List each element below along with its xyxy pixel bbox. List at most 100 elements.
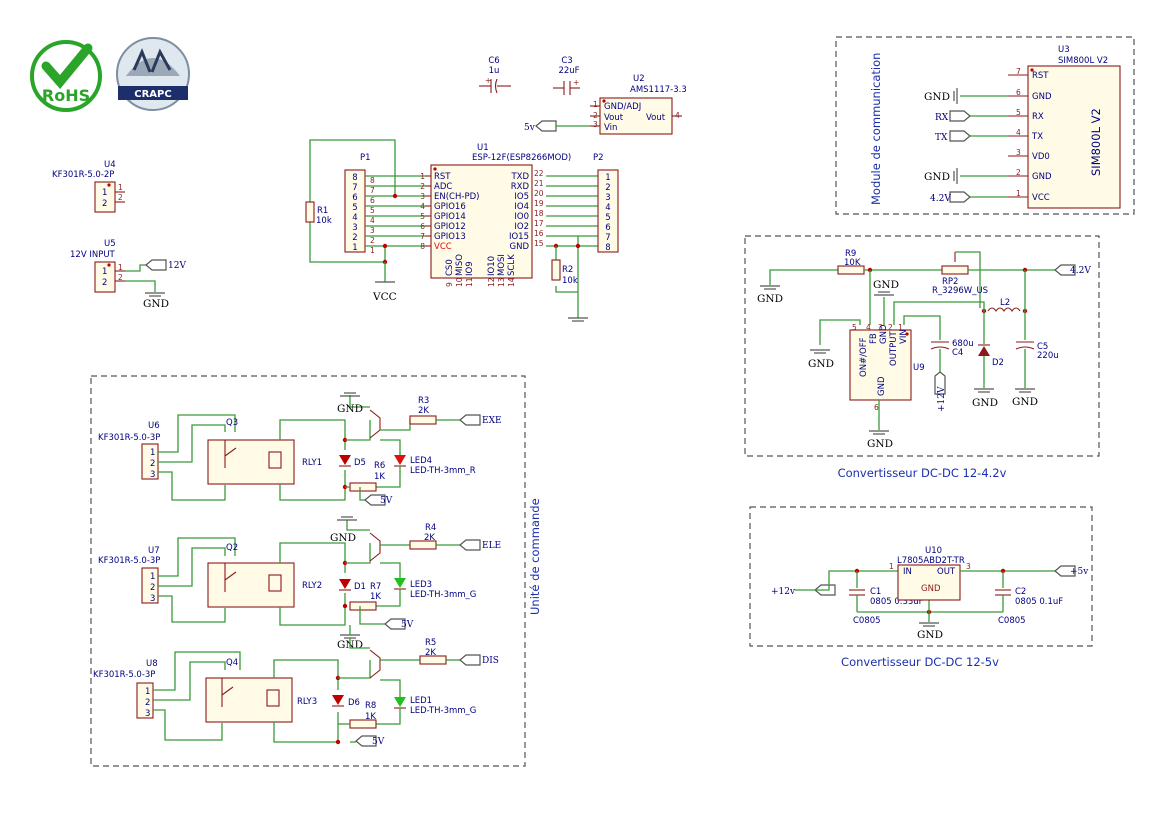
svg-text:GND: GND — [337, 403, 363, 415]
svg-text:R1: R1 — [317, 206, 328, 216]
svg-text:GND: GND — [808, 358, 834, 370]
svg-text:2: 2 — [102, 278, 107, 288]
svg-text:12: 12 — [487, 277, 496, 287]
svg-text:22uF: 22uF — [558, 66, 579, 76]
svg-text:IO4: IO4 — [514, 202, 529, 212]
svg-text:1: 1 — [605, 173, 610, 183]
svg-text:IO0: IO0 — [514, 212, 529, 222]
svg-text:Q3: Q3 — [226, 418, 238, 428]
svg-text:KF301R-5.0-3P: KF301R-5.0-3P — [98, 433, 160, 443]
svg-text:3: 3 — [150, 594, 155, 604]
svg-text:3: 3 — [966, 562, 971, 571]
svg-text:FB: FB — [869, 333, 879, 344]
svg-text:8: 8 — [420, 242, 425, 251]
svg-text:4: 4 — [352, 213, 357, 223]
svg-text:Vin: Vin — [604, 123, 617, 133]
svg-text:17: 17 — [534, 219, 544, 228]
svg-text:RLY2: RLY2 — [302, 581, 322, 591]
caption-dc5: Convertisseur DC-DC 12-5v — [841, 655, 999, 669]
svg-text:6: 6 — [370, 196, 375, 205]
crapc-logo: CRAPC — [116, 37, 190, 111]
svg-text:R4: R4 — [425, 523, 436, 533]
svg-text:4: 4 — [866, 323, 871, 332]
svg-text:U2: U2 — [633, 74, 645, 84]
svg-text:GPIO12: GPIO12 — [434, 222, 466, 232]
module-u1: U1 ESP-12F(ESP8266MOD) RST ADC EN(CH-PD)… — [420, 143, 571, 287]
svg-text:10K: 10K — [844, 258, 861, 268]
caption-comm: Module de communication — [869, 53, 883, 205]
svg-text:C5: C5 — [1037, 342, 1048, 352]
svg-text:GPIO13: GPIO13 — [434, 232, 466, 242]
svg-text:1: 1 — [1016, 189, 1021, 198]
svg-text:C0805: C0805 — [998, 616, 1026, 626]
svg-text:GND: GND — [879, 324, 889, 344]
svg-text:+: + — [485, 76, 491, 85]
svg-text:11: 11 — [465, 277, 474, 287]
svg-text:3: 3 — [593, 120, 598, 129]
svg-text:20: 20 — [534, 189, 544, 198]
wires-u1-p2 — [546, 175, 598, 322]
svg-text:GND: GND — [921, 584, 941, 594]
svg-text:3: 3 — [1016, 148, 1021, 157]
svg-text:R7: R7 — [370, 582, 381, 592]
svg-text:Q4: Q4 — [226, 658, 238, 668]
svg-text:RLY3: RLY3 — [297, 697, 317, 707]
svg-text:19: 19 — [534, 199, 544, 208]
svg-text:5: 5 — [1016, 108, 1021, 117]
svg-text:1: 1 — [889, 562, 894, 571]
svg-text:1: 1 — [102, 267, 107, 277]
dc42-frame — [744, 235, 1100, 457]
svg-text:14: 14 — [507, 277, 516, 287]
svg-text:D5: D5 — [354, 458, 366, 468]
svg-text:13: 13 — [497, 277, 506, 287]
svg-text:0805 0.1uF: 0805 0.1uF — [1015, 597, 1063, 607]
svg-text:AMS1117-3.3: AMS1117-3.3 — [630, 85, 687, 95]
svg-text:1: 1 — [370, 246, 375, 255]
svg-text:GND: GND — [330, 532, 356, 544]
capacitor-c6: C6 1u + — [479, 56, 511, 94]
svg-text:P1: P1 — [360, 153, 371, 163]
svg-text:1: 1 — [150, 572, 155, 582]
regulator-u2: U2 AMS1117-3.3 GND/ADJ Vout Vin Vout 1 2… — [590, 74, 687, 135]
svg-text:4.2V: 4.2V — [930, 194, 951, 204]
svg-text:IO9: IO9 — [465, 261, 475, 276]
circuit-dc5: +12v C1 0805 0.33uF C0805 GND U10 L7805A… — [771, 546, 1089, 641]
svg-text:U8: U8 — [146, 659, 158, 669]
svg-text:12V: 12V — [168, 261, 186, 271]
header-p1: P1 8 7 6 5 4 3 2 1 87 65 43 21 — [344, 153, 375, 255]
svg-text:LED-TH-3mm_R: LED-TH-3mm_R — [410, 466, 476, 476]
svg-text:Module de communication: Module de communication — [869, 53, 883, 205]
rohs-text: RoHS — [42, 86, 90, 105]
svg-text:3: 3 — [352, 223, 357, 233]
svg-text:15: 15 — [534, 239, 544, 248]
svg-text:1u: 1u — [489, 66, 500, 76]
svg-text:2K: 2K — [424, 533, 435, 543]
svg-text:10k: 10k — [316, 216, 332, 226]
svg-text:U10: U10 — [925, 546, 942, 556]
svg-text:VCC: VCC — [1032, 193, 1050, 203]
svg-text:VCC: VCC — [434, 242, 452, 252]
svg-text:OUTPUT: OUTPUT — [889, 331, 899, 366]
svg-text:U5: U5 — [104, 239, 116, 249]
header-p2: P2 1 2 3 4 5 6 7 8 — [593, 153, 619, 253]
svg-text:GND/ADJ: GND/ADJ — [604, 102, 641, 112]
svg-text:SIM800L V2: SIM800L V2 — [1058, 56, 1108, 66]
svg-text:Vout: Vout — [604, 113, 624, 123]
svg-text:1K: 1K — [365, 712, 376, 722]
svg-text:U9: U9 — [913, 363, 925, 373]
svg-text:ON#/OFF: ON#/OFF — [859, 337, 869, 377]
svg-text:+: + — [573, 78, 579, 87]
wires-p1-u1: VCC — [309, 139, 425, 303]
svg-text:IO5: IO5 — [514, 192, 529, 202]
svg-text:1: 1 — [145, 687, 150, 697]
svg-text:2: 2 — [1016, 168, 1021, 177]
svg-text:R6: R6 — [374, 461, 385, 471]
svg-text:MISO: MISO — [455, 254, 465, 276]
relay-channel-3: U8 KF301R-5.0-3P 123 Q4 RLY3 D6 R5 2K DI… — [93, 638, 499, 747]
svg-text:2: 2 — [102, 199, 107, 209]
svg-text:2: 2 — [420, 182, 425, 191]
svg-text:5V: 5V — [401, 620, 414, 630]
svg-text:C2: C2 — [1015, 587, 1026, 597]
svg-text:CS0: CS0 — [445, 259, 455, 276]
svg-text:3: 3 — [150, 470, 155, 480]
